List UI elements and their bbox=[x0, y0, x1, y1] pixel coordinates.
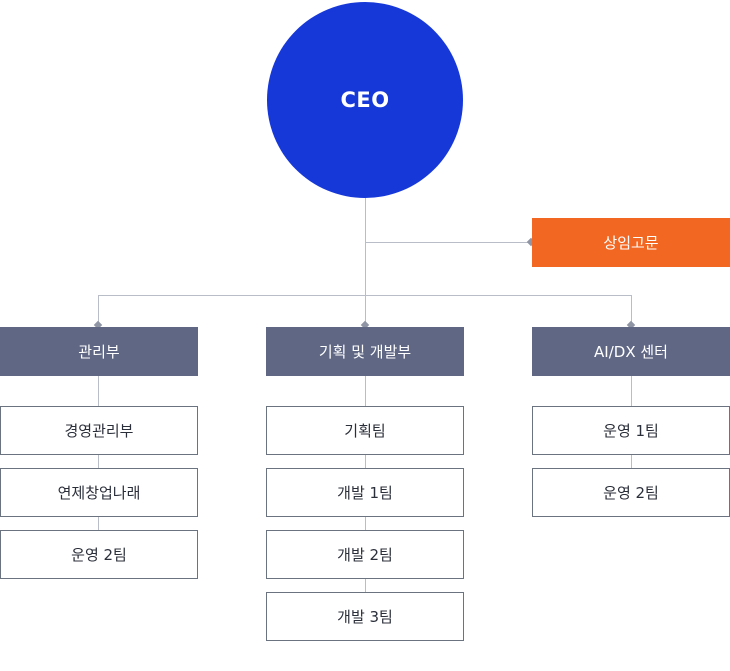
team-box: 개발 1팀 bbox=[266, 468, 464, 517]
dept-2-team-link bbox=[365, 376, 366, 406]
team-label: 개발 2팀 bbox=[337, 546, 393, 564]
dept-1-drop-line bbox=[98, 295, 99, 327]
department-label: AI/DX 센터 bbox=[594, 343, 668, 361]
dept-1-team-link bbox=[98, 376, 99, 406]
dept-3-team-link bbox=[631, 376, 632, 406]
team-label: 운영 2팀 bbox=[603, 484, 659, 502]
team-box: 개발 2팀 bbox=[266, 530, 464, 579]
department-planning-development: 기획 및 개발부 bbox=[266, 327, 464, 376]
team-box: 기획팀 bbox=[266, 406, 464, 455]
team-label: 개발 1팀 bbox=[337, 484, 393, 502]
department-bus-line bbox=[98, 295, 632, 296]
team-box: 운영 2팀 bbox=[0, 530, 198, 579]
team-label: 개발 3팀 bbox=[337, 608, 393, 626]
advisor-connector-line bbox=[365, 242, 532, 243]
dept-3-drop-line bbox=[631, 295, 632, 327]
team-label: 운영 2팀 bbox=[71, 546, 127, 564]
dept-2-team-link bbox=[365, 579, 366, 592]
dept-1-team-link bbox=[98, 455, 99, 468]
advisor-node: 상임고문 bbox=[532, 218, 730, 267]
dept-3-team-link bbox=[631, 455, 632, 468]
team-label: 연제창업나래 bbox=[57, 484, 141, 502]
dept-2-team-link bbox=[365, 517, 366, 530]
dept-1-team-link bbox=[98, 517, 99, 530]
ceo-label: CEO bbox=[340, 88, 390, 112]
department-label: 관리부 bbox=[78, 343, 120, 361]
ceo-node: CEO bbox=[267, 2, 463, 198]
team-box: 연제창업나래 bbox=[0, 468, 198, 517]
team-box: 경영관리부 bbox=[0, 406, 198, 455]
team-label: 경영관리부 bbox=[64, 422, 134, 440]
department-ai-dx-center: AI/DX 센터 bbox=[532, 327, 730, 376]
team-label: 기획팀 bbox=[344, 422, 386, 440]
team-box: 운영 2팀 bbox=[532, 468, 730, 517]
team-label: 운영 1팀 bbox=[603, 422, 659, 440]
dept-2-team-link bbox=[365, 455, 366, 468]
advisor-label: 상임고문 bbox=[603, 234, 659, 252]
department-management: 관리부 bbox=[0, 327, 198, 376]
team-box: 개발 3팀 bbox=[266, 592, 464, 641]
ceo-trunk-line bbox=[365, 198, 366, 327]
department-label: 기획 및 개발부 bbox=[318, 343, 412, 361]
team-box: 운영 1팀 bbox=[532, 406, 730, 455]
